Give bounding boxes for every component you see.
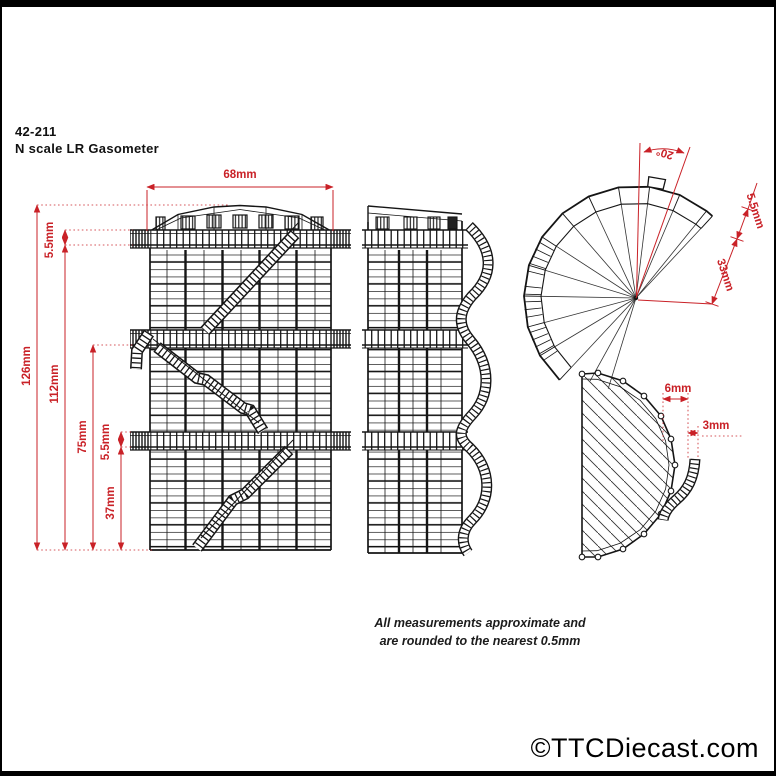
watermark: ©TTCDiecast.com [530, 733, 759, 763]
dim-label-3mm: 3mm [703, 420, 730, 432]
walkway-lower-front [130, 431, 351, 451]
front-elevation-view [130, 204, 351, 552]
product-code: 42-211 [15, 124, 57, 139]
note-line-1: All measurements approximate and [374, 616, 586, 630]
measurement-note: All measurements approximate and are rou… [330, 614, 630, 650]
dome-vents-side [375, 216, 458, 230]
title-block: 42-211 N scale LR Gasometer [15, 123, 159, 157]
dim-label-lower-walkway-depth: 5.5mm [100, 424, 112, 460]
dim-label-6mm: 6mm [665, 383, 692, 395]
note-line-2: are rounded to the nearest 0.5mm [379, 634, 581, 648]
walkway-middle-front [130, 329, 351, 349]
staircase-front [130, 221, 300, 552]
dim-label-112: 112mm [49, 364, 61, 403]
dim-label-angle: 20° [655, 144, 676, 161]
dim-label-width: 68mm [223, 169, 256, 181]
dim-label-radius: 33mm [714, 257, 736, 292]
product-name: N scale LR Gasometer [15, 141, 160, 156]
side-elevation-view [362, 205, 494, 557]
frame-top [0, 0, 776, 7]
dim-label-total-height: 126mm [21, 346, 33, 386]
frame-bottom [0, 771, 776, 776]
stair-piece-plan [657, 458, 701, 522]
rim-stair-hatching [524, 241, 558, 361]
frame-left [0, 0, 2, 776]
rim-tab [646, 175, 667, 191]
frame-right [774, 0, 776, 776]
dim-label-top-walkway-depth: 5.5mm [44, 222, 56, 258]
dome-vents-front [155, 214, 324, 231]
walkway-bands-side [362, 229, 468, 451]
plan-view-walkway [578, 369, 701, 561]
plan-view-roof [523, 175, 713, 389]
dim-label-37: 37mm [105, 486, 117, 519]
dim-label-75: 75mm [77, 420, 89, 453]
staircase-side [455, 222, 494, 557]
walkway-top-front [130, 229, 351, 249]
